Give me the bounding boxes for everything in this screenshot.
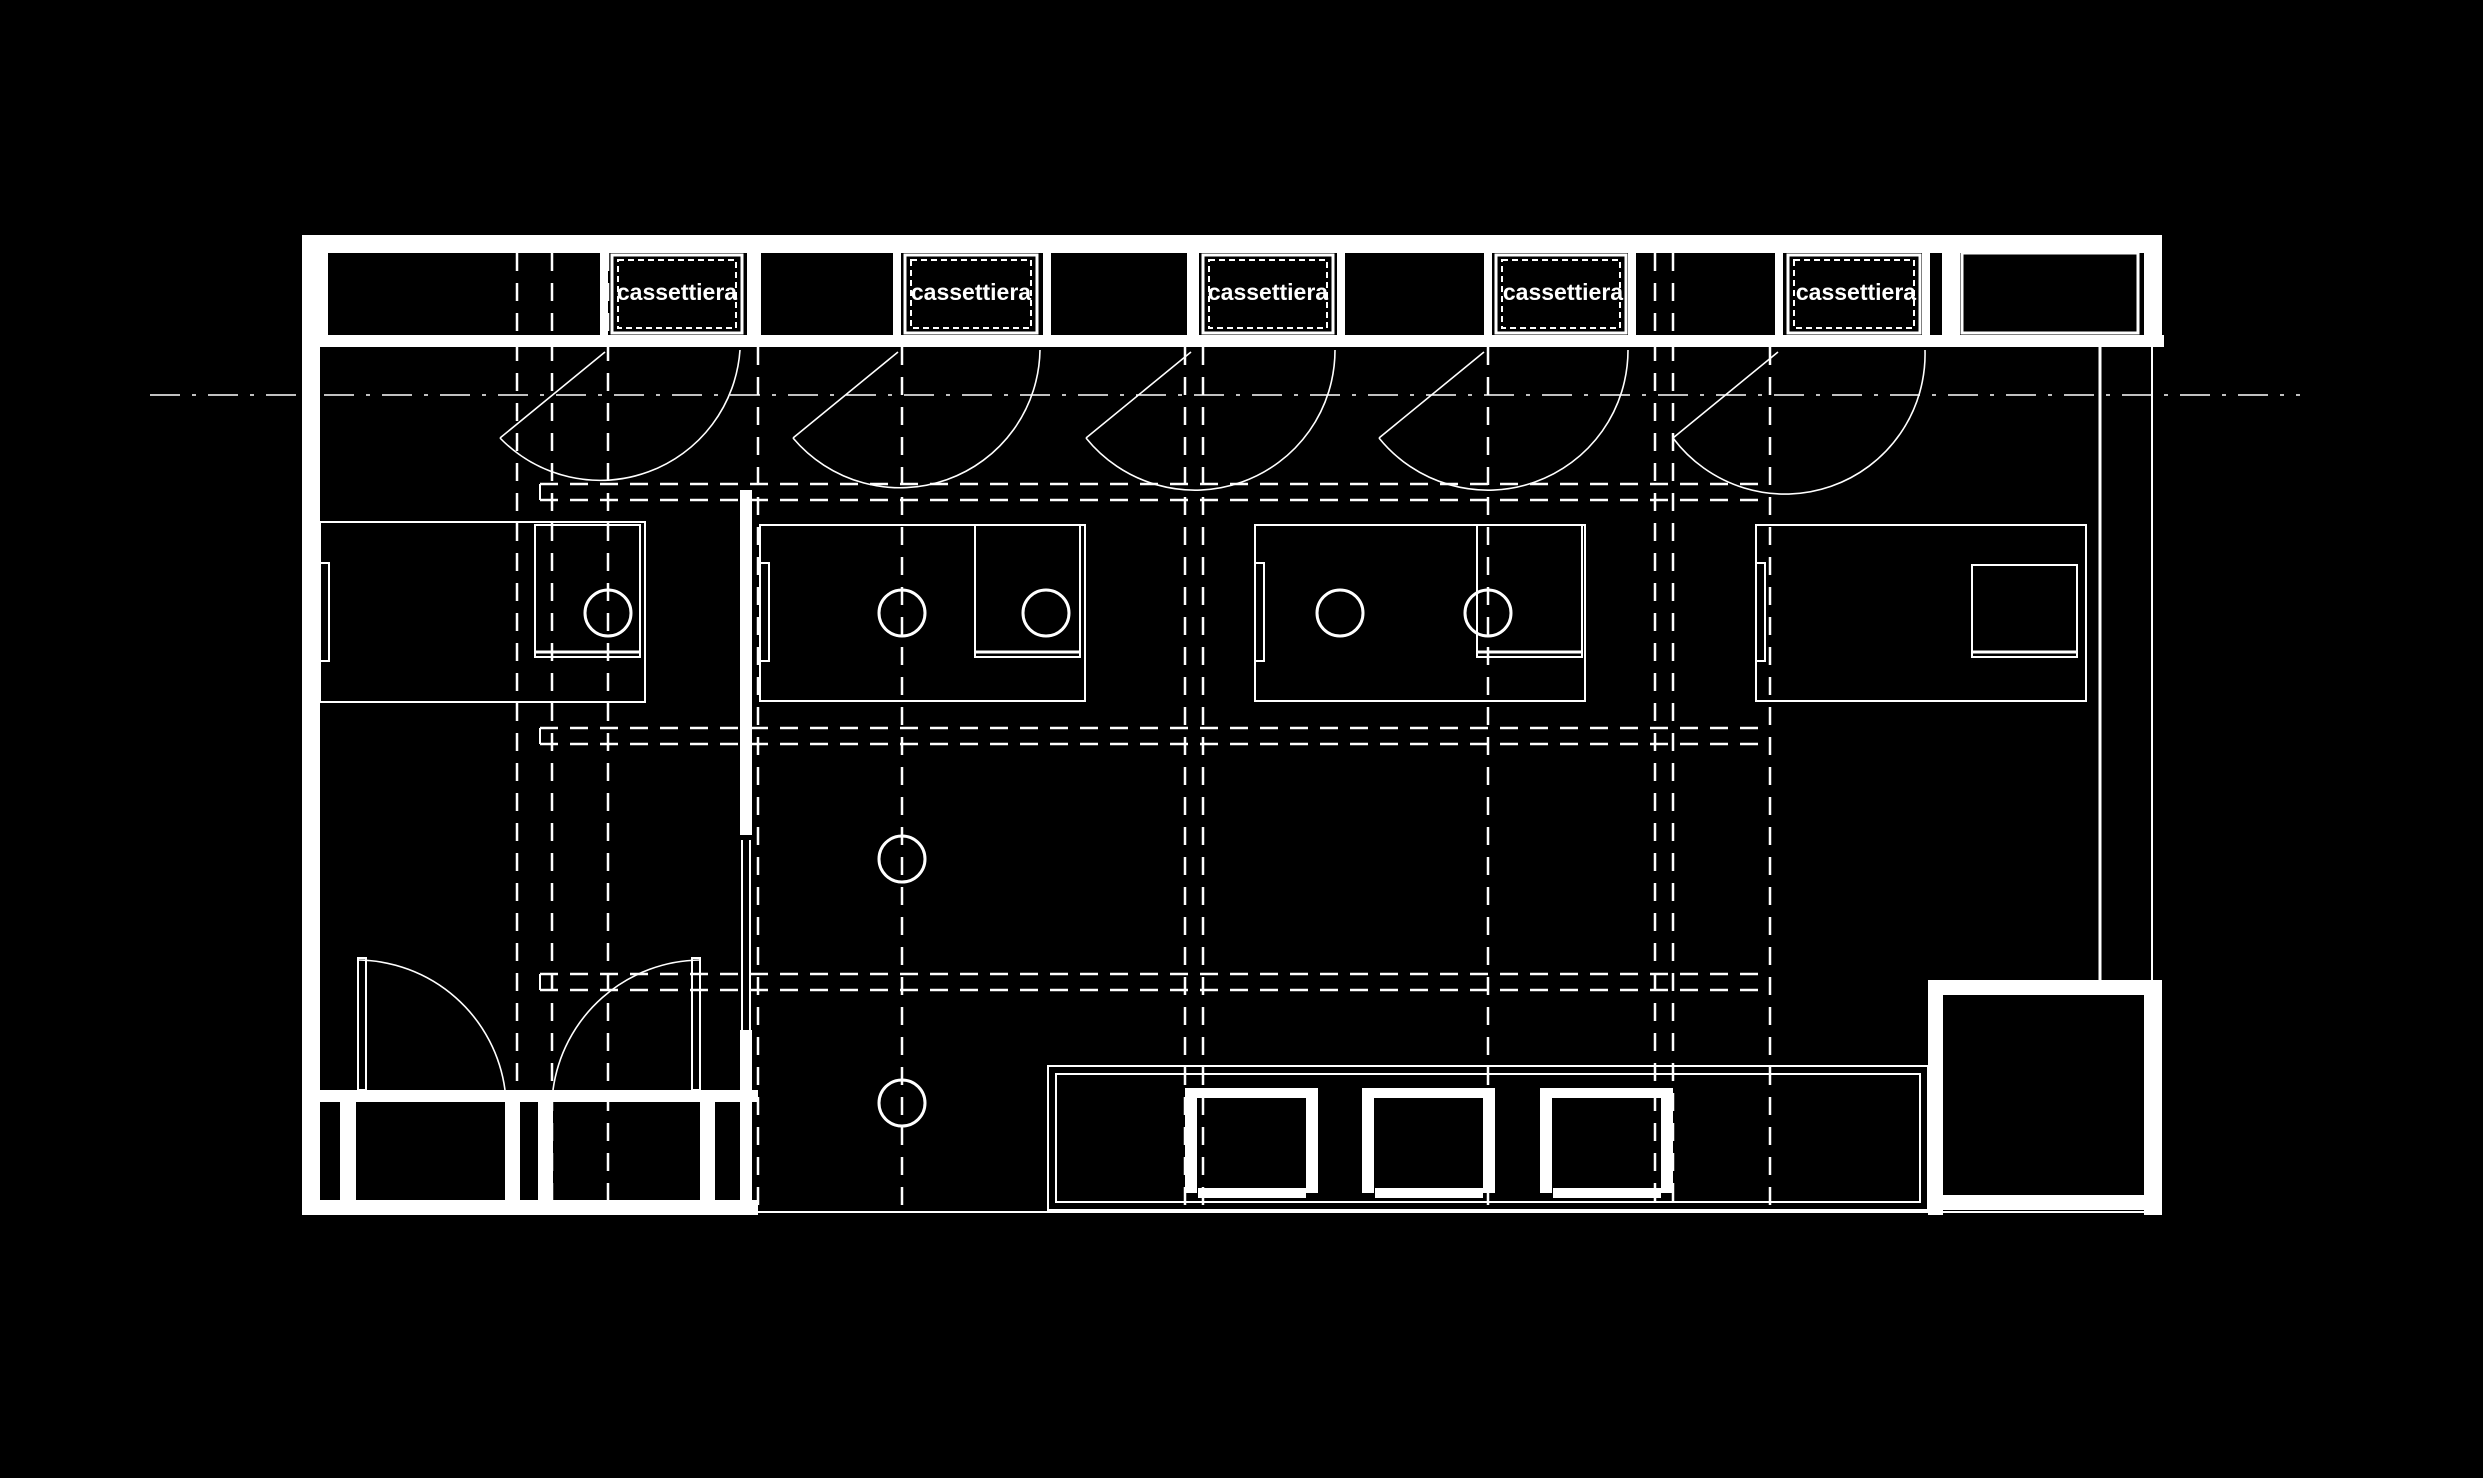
drawer-unit-label: cassettiera (1503, 279, 1623, 305)
drawer-unit-4: cassettiera (1494, 253, 1628, 335)
stool (1540, 1088, 1673, 1198)
chair-icon (1021, 588, 1071, 638)
drawer-unit-1: cassettiera (610, 253, 744, 335)
chair-icon (583, 588, 633, 638)
drawer-unit-label: cassettiera (1208, 279, 1328, 305)
reception-counter (1047, 1065, 1929, 1211)
drawer-unit-label: cassettiera (1796, 279, 1916, 305)
outer-walls (302, 235, 2162, 1215)
chair-icon (877, 1078, 927, 1128)
drawer-unit-3: cassettiera (1201, 253, 1335, 335)
service-room (1928, 347, 2162, 1215)
chair-icon (877, 588, 927, 638)
chair-icon (1463, 588, 1513, 638)
workstations (319, 521, 2087, 1128)
chair-icon (877, 834, 927, 884)
stool (1362, 1088, 1495, 1198)
drawer-unit-label: cassettiera (911, 279, 1031, 305)
drawer-unit-5: cassettiera (1786, 253, 1922, 335)
drawer-unit-label: cassettiera (617, 279, 737, 305)
entrance (302, 957, 758, 1214)
ceiling-grid (515, 253, 1772, 1212)
cabinet-door-swings (499, 349, 1926, 495)
chair-icon (1315, 588, 1365, 638)
storage-wall (302, 235, 2164, 347)
drawer-unit-2: cassettiera (903, 253, 1039, 335)
stool (1185, 1088, 1318, 1198)
glass-partition (740, 490, 752, 1205)
